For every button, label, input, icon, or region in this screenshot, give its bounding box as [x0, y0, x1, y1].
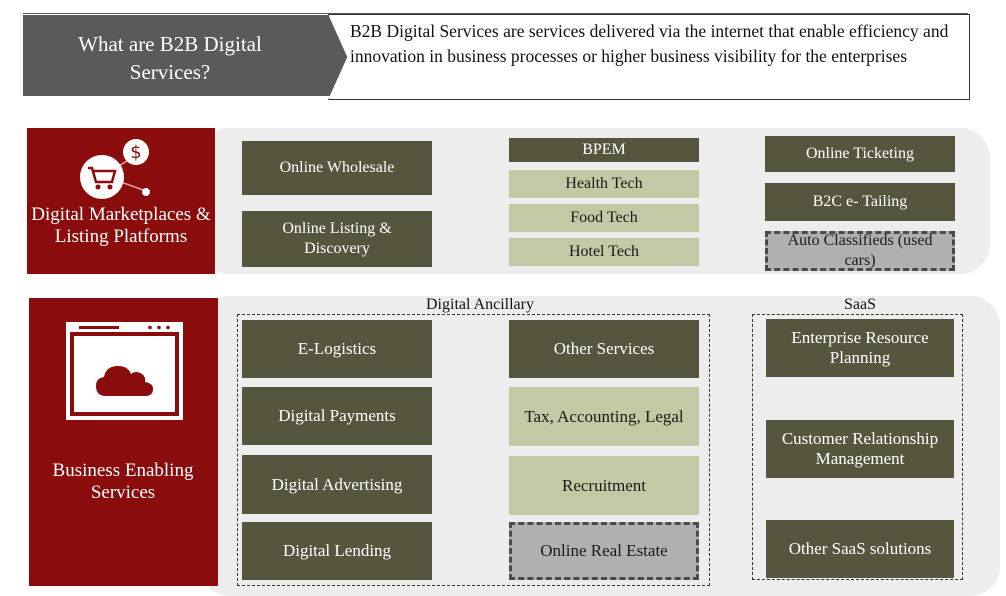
online-ticketing-box: Online Ticketing — [765, 136, 955, 172]
browser-cloud-icon — [66, 322, 183, 420]
definition-text: B2B Digital Services are services delive… — [350, 21, 949, 66]
recruitment-box: Recruitment — [509, 456, 699, 515]
question-text: What are B2B Digital Services? — [78, 32, 262, 84]
cart-dollar-icon: $ — [80, 139, 150, 199]
other-services-box: Other Services — [509, 320, 699, 378]
business-label: Business Enabling Services — [52, 460, 194, 503]
erp-box: Enterprise Resource Planning — [766, 319, 954, 377]
tax-accounting-legal-box: Tax, Accounting, Legal — [509, 387, 699, 446]
saas-title: SaaS — [844, 296, 876, 313]
auto-classifieds-box: Auto Classifieds (used cars) — [765, 231, 955, 271]
top-rule — [23, 13, 968, 14]
online-wholesale-box: Online Wholesale — [242, 141, 432, 195]
hotel-tech-box: Hotel Tech — [509, 238, 699, 266]
svg-text:$: $ — [130, 142, 141, 163]
bpem-header: BPEM — [509, 138, 699, 162]
marketplaces-label: Digital Marketplaces & Listing Platforms — [31, 204, 211, 247]
health-tech-box: Health Tech — [509, 170, 699, 198]
digital-advertising-box: Digital Advertising — [242, 455, 432, 514]
saas-frame — [752, 314, 963, 580]
marketplaces-panel — [27, 128, 215, 274]
definition-box — [328, 14, 970, 100]
online-real-estate-box: Online Real Estate — [509, 522, 699, 580]
digital-lending-box: Digital Lending — [242, 522, 432, 580]
e-logistics-box: E-Logistics — [242, 320, 432, 378]
crm-box: Customer Relationship Management — [766, 420, 954, 478]
other-saas-box: Other SaaS solutions — [766, 520, 954, 578]
b2c-etailing-box: B2C e- Tailing — [765, 183, 955, 221]
digital-ancillary-title: Digital Ancillary — [426, 296, 534, 313]
food-tech-box: Food Tech — [509, 204, 699, 232]
online-listing-box: Online Listing & Discovery — [242, 211, 432, 267]
digital-payments-box: Digital Payments — [242, 387, 432, 445]
